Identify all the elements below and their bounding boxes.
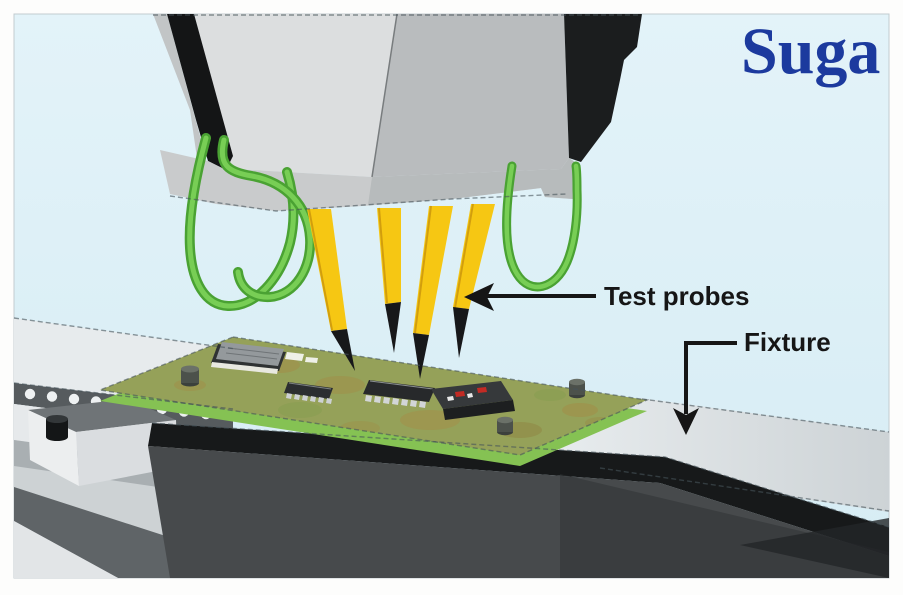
test-probes-annotation: Test probes bbox=[464, 281, 749, 311]
test-probe bbox=[453, 203, 495, 358]
cable-right-loop bbox=[502, 161, 582, 292]
pcb-capacitor bbox=[569, 378, 585, 399]
head-bottom-strip-shade bbox=[368, 158, 578, 205]
head-right-black bbox=[564, 14, 642, 162]
test-probe bbox=[377, 207, 401, 353]
machine-head bbox=[153, 13, 642, 211]
arrow-left-icon bbox=[464, 283, 494, 311]
block-top-strip bbox=[148, 423, 889, 556]
head-front-panel bbox=[194, 14, 397, 177]
support-block bbox=[148, 423, 889, 578]
pcb-board bbox=[100, 337, 647, 466]
fixture-plate-right bbox=[522, 398, 889, 512]
block-corner-shade bbox=[740, 518, 889, 578]
support-dark-band bbox=[14, 487, 178, 578]
pcb-ic-labelled bbox=[431, 381, 515, 420]
probe-tip bbox=[413, 333, 429, 379]
pcb-dip-ic-small bbox=[284, 382, 333, 404]
fixture-annotation: Fixture bbox=[673, 327, 831, 435]
clamp-knob bbox=[46, 415, 68, 441]
fixture-label: Fixture bbox=[744, 327, 831, 357]
probe-cables bbox=[184, 133, 582, 311]
fixture-arrow-line bbox=[684, 341, 737, 414]
pcb-capacitor bbox=[181, 365, 199, 387]
cable-left-outer bbox=[184, 133, 299, 311]
test-probe bbox=[413, 205, 453, 379]
pcb-chip-qfp bbox=[211, 342, 318, 374]
sketch-outlines bbox=[13, 14, 890, 528]
probe-tip bbox=[453, 307, 469, 358]
arrow-down-icon bbox=[673, 408, 699, 435]
brand-logo: Suga bbox=[741, 15, 880, 88]
probe-tip bbox=[331, 329, 355, 371]
head-left-sliver bbox=[153, 14, 206, 158]
cable-left-inner bbox=[217, 135, 316, 303]
head-seam bbox=[371, 13, 398, 178]
test-probes bbox=[307, 203, 495, 379]
pcb-capacitor bbox=[497, 416, 513, 436]
pcb-dip-ic-medium bbox=[363, 380, 435, 408]
support-light-corner bbox=[14, 521, 118, 578]
test-probes-label: Test probes bbox=[604, 281, 749, 311]
head-left-black bbox=[167, 14, 233, 170]
head-mid-panel bbox=[372, 14, 569, 177]
probe-tip bbox=[385, 302, 401, 353]
test-probe bbox=[307, 208, 355, 371]
